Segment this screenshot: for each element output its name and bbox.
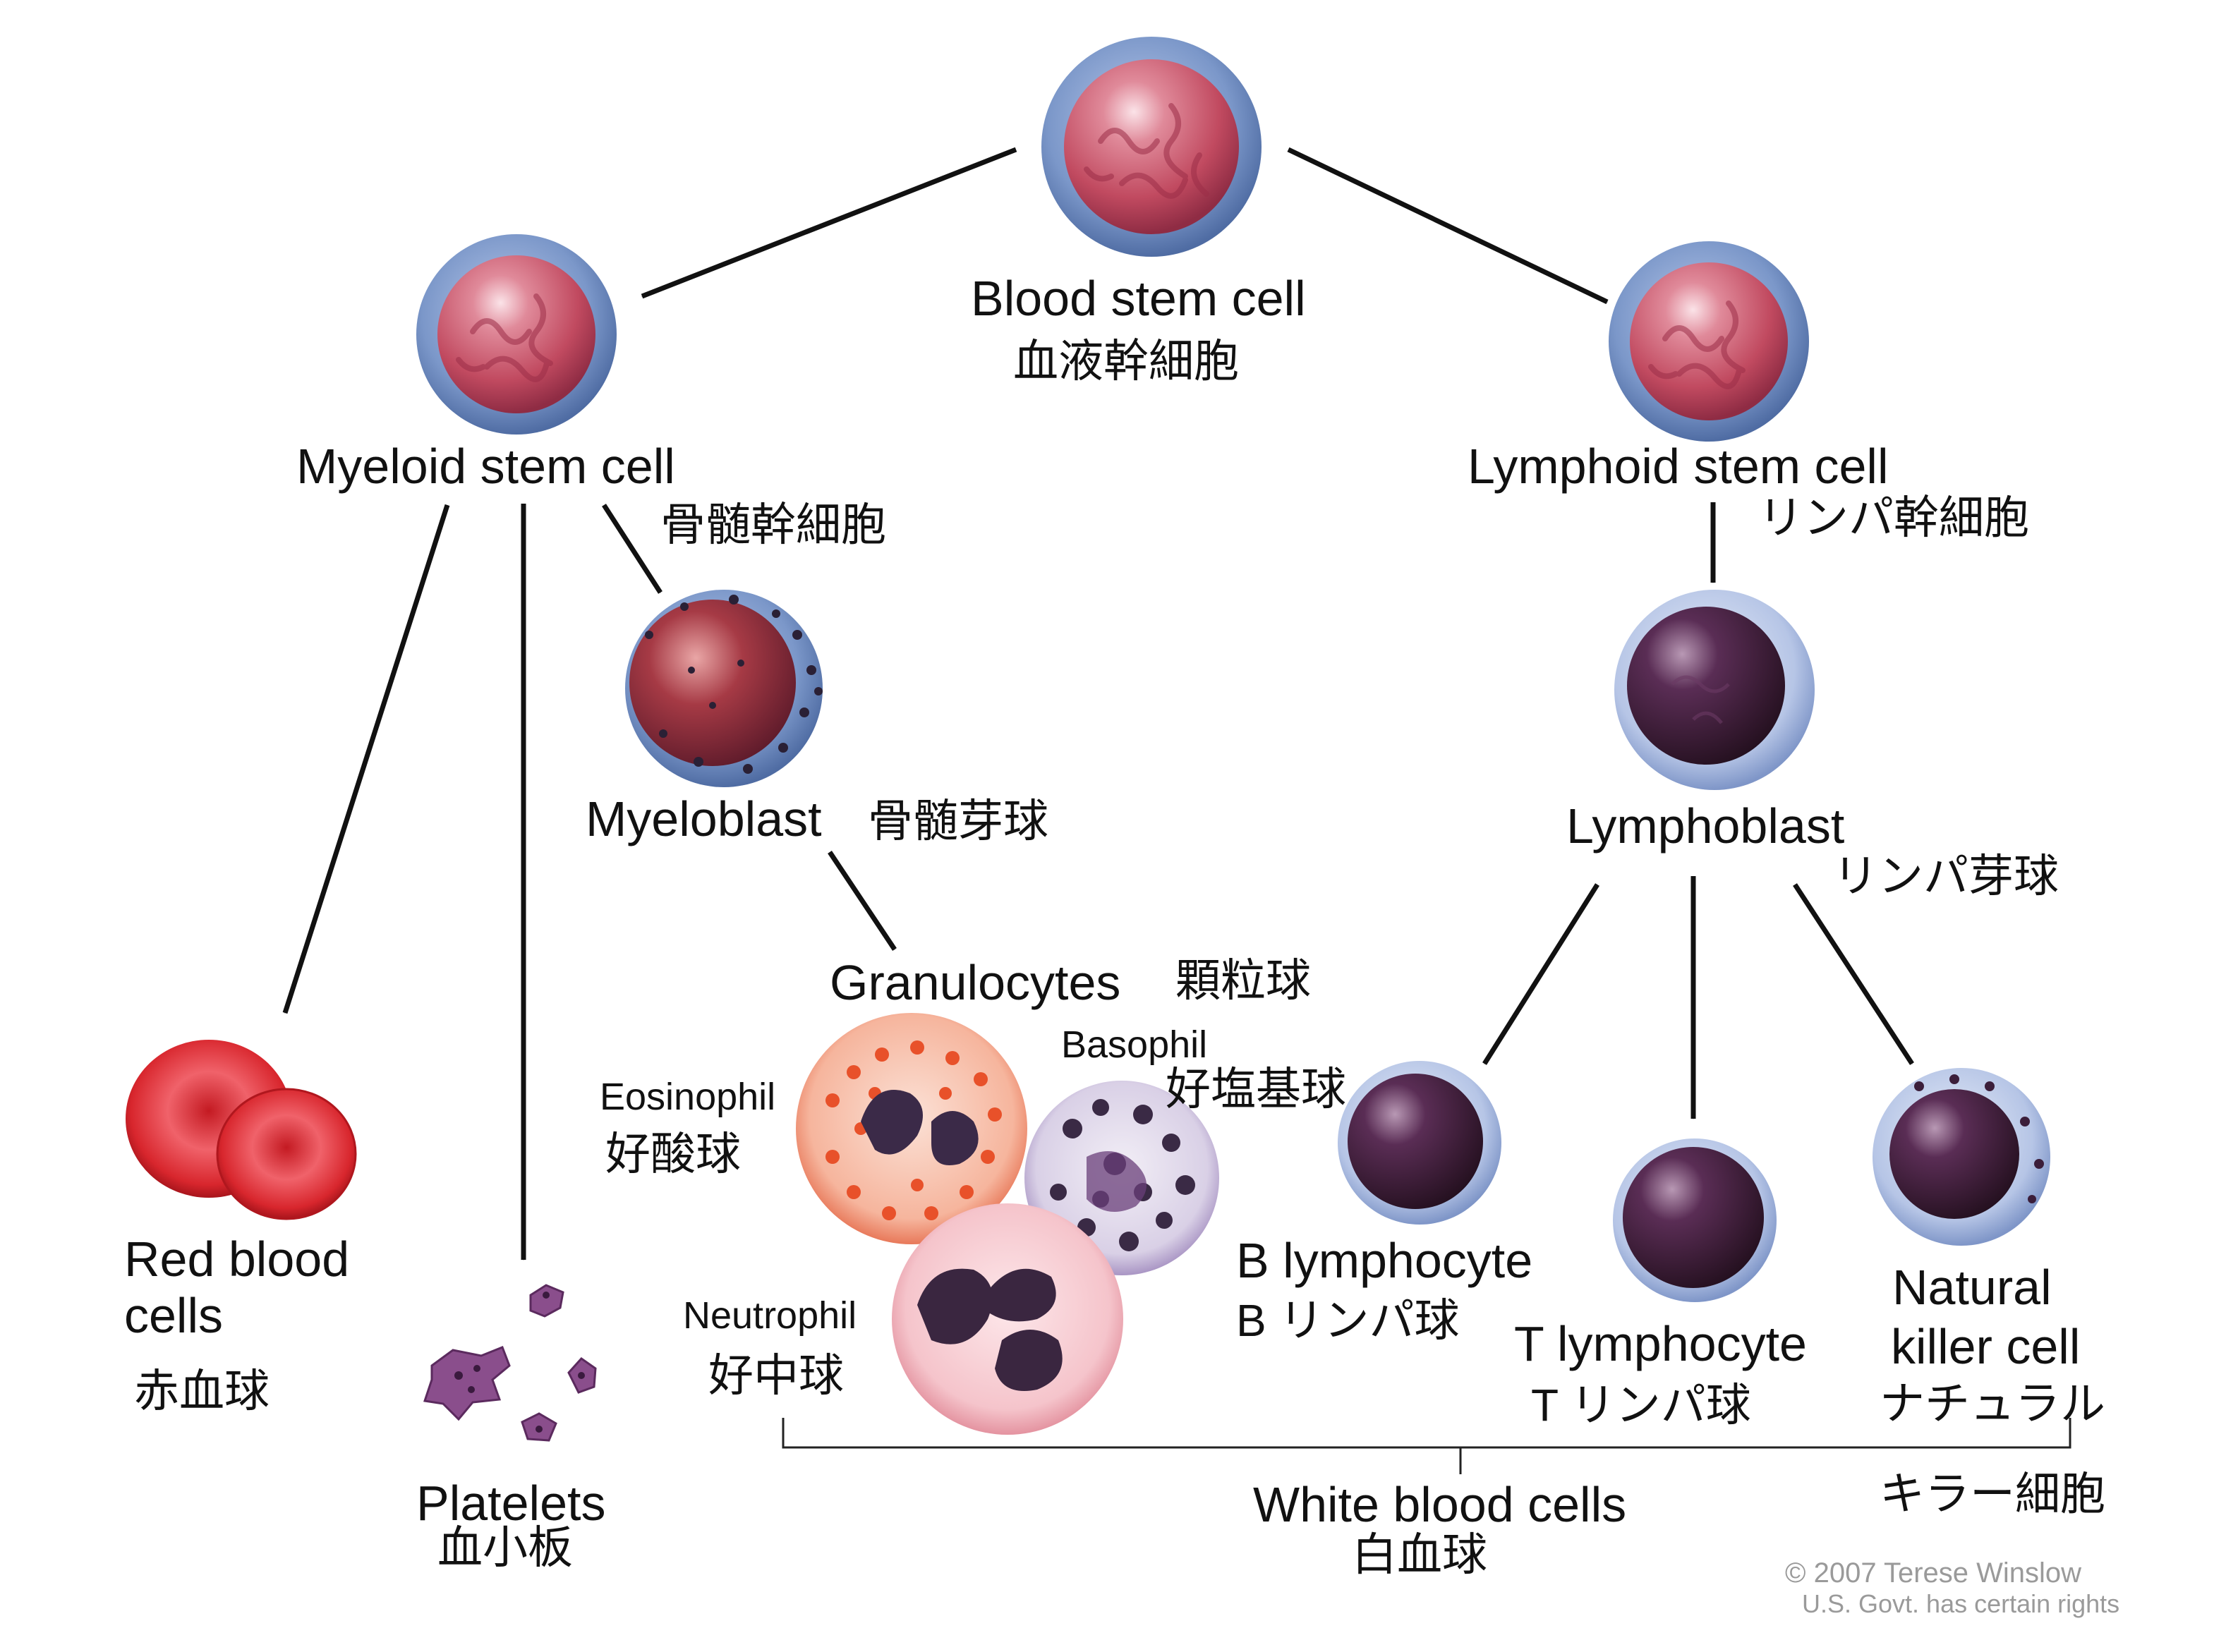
arrow-lymphoblast-to-b-lymphocyte: [1482, 883, 1599, 1065]
platelets-illustration: [423, 1284, 597, 1442]
blood-stem-cell: [1041, 37, 1262, 257]
label-myeloblast-jp: 骨髄芽球: [868, 796, 1048, 846]
label-white-blood-cells-jp: 白血球: [1352, 1529, 1487, 1580]
label-basophil: Basophil: [1061, 1024, 1208, 1066]
label-granulocytes-jp: 顆粒球: [1175, 955, 1311, 1006]
label-nk-line2: killer cell: [1891, 1319, 2081, 1374]
lymphoid-stem-cell: [1609, 241, 1809, 442]
arrow-myeloblast-to-granulocytes: [828, 851, 897, 951]
arrow-blood-to-lymphoid: [1287, 147, 1609, 305]
label-blood-stem-cell-jp: 血液幹細胞: [1013, 336, 1239, 387]
label-basophil-jp: 好塩基球: [1166, 1064, 1346, 1115]
white-blood-cells-bracket: [782, 1418, 2071, 1474]
label-red-blood-cells-jp: 赤血球: [134, 1366, 270, 1416]
label-nk-jp-line1: ナチュラル: [1880, 1378, 2105, 1429]
natural-killer-cell: [1873, 1068, 2050, 1246]
label-myeloblast: Myeloblast: [586, 791, 822, 846]
copyright-credit: © 2007 Terese Winslow: [1785, 1557, 2082, 1589]
label-b-lymphocyte-jp: B リンパ球: [1236, 1295, 1460, 1346]
arrow-myeloid-to-myeloblast: [602, 504, 663, 594]
eosinophil-cell: [796, 1013, 1027, 1244]
red-blood-cells-illustration: [126, 1040, 357, 1220]
myeloid-stem-cell: [416, 234, 617, 435]
arrow-myeloid-to-red-blood-cells: [282, 504, 450, 1014]
b-lymphocyte-cell: [1338, 1061, 1501, 1225]
arrow-lymphoblast-to-nk-cell: [1793, 883, 1914, 1065]
myeloblast-cell: [625, 590, 823, 787]
label-nk-line1: Natural: [1892, 1260, 2052, 1315]
arrow-blood-to-myeloid: [641, 147, 1017, 299]
label-eosinophil-jp: 好酸球: [605, 1129, 741, 1179]
label-neutrophil-jp: 好中球: [708, 1350, 844, 1401]
t-lymphocyte-cell: [1613, 1138, 1777, 1302]
label-lymphoid-stem-cell: Lymphoid stem cell: [1468, 439, 1889, 494]
label-lymphoblast-jp: リンパ芽球: [1833, 851, 2059, 901]
label-red-blood-cells-line2: cells: [124, 1288, 224, 1343]
label-blood-stem-cell: Blood stem cell: [971, 271, 1306, 326]
label-eosinophil: Eosinophil: [600, 1076, 776, 1118]
label-red-blood-cells-line1: Red blood: [124, 1232, 350, 1287]
label-neutrophil: Neutrophil: [683, 1294, 857, 1337]
label-platelets: Platelets: [416, 1476, 606, 1531]
label-t-lymphocyte-jp: T リンパ球: [1531, 1380, 1751, 1431]
label-platelets-jp: 血小板: [437, 1522, 573, 1573]
label-t-lymphocyte: T lymphocyte: [1514, 1316, 1807, 1371]
label-b-lymphocyte: B lymphocyte: [1236, 1233, 1533, 1288]
label-myeloid-stem-cell-jp: 骨髄幹細胞: [660, 499, 886, 550]
lymphoblast-cell: [1614, 590, 1815, 790]
copyright-rights: U.S. Govt. has certain rights: [1802, 1589, 2120, 1618]
arrows: [282, 147, 1914, 1261]
label-lymphoid-stem-cell-jp: リンパ幹細胞: [1758, 492, 2029, 543]
label-myeloid-stem-cell: Myeloid stem cell: [296, 439, 675, 494]
neutrophil-cell: [892, 1203, 1123, 1435]
label-granulocytes: Granulocytes: [830, 955, 1121, 1010]
label-white-blood-cells: White blood cells: [1253, 1477, 1627, 1532]
label-lymphoblast: Lymphoblast: [1566, 798, 1845, 854]
label-nk-jp-line2: キラー細胞: [1880, 1469, 2105, 1519]
